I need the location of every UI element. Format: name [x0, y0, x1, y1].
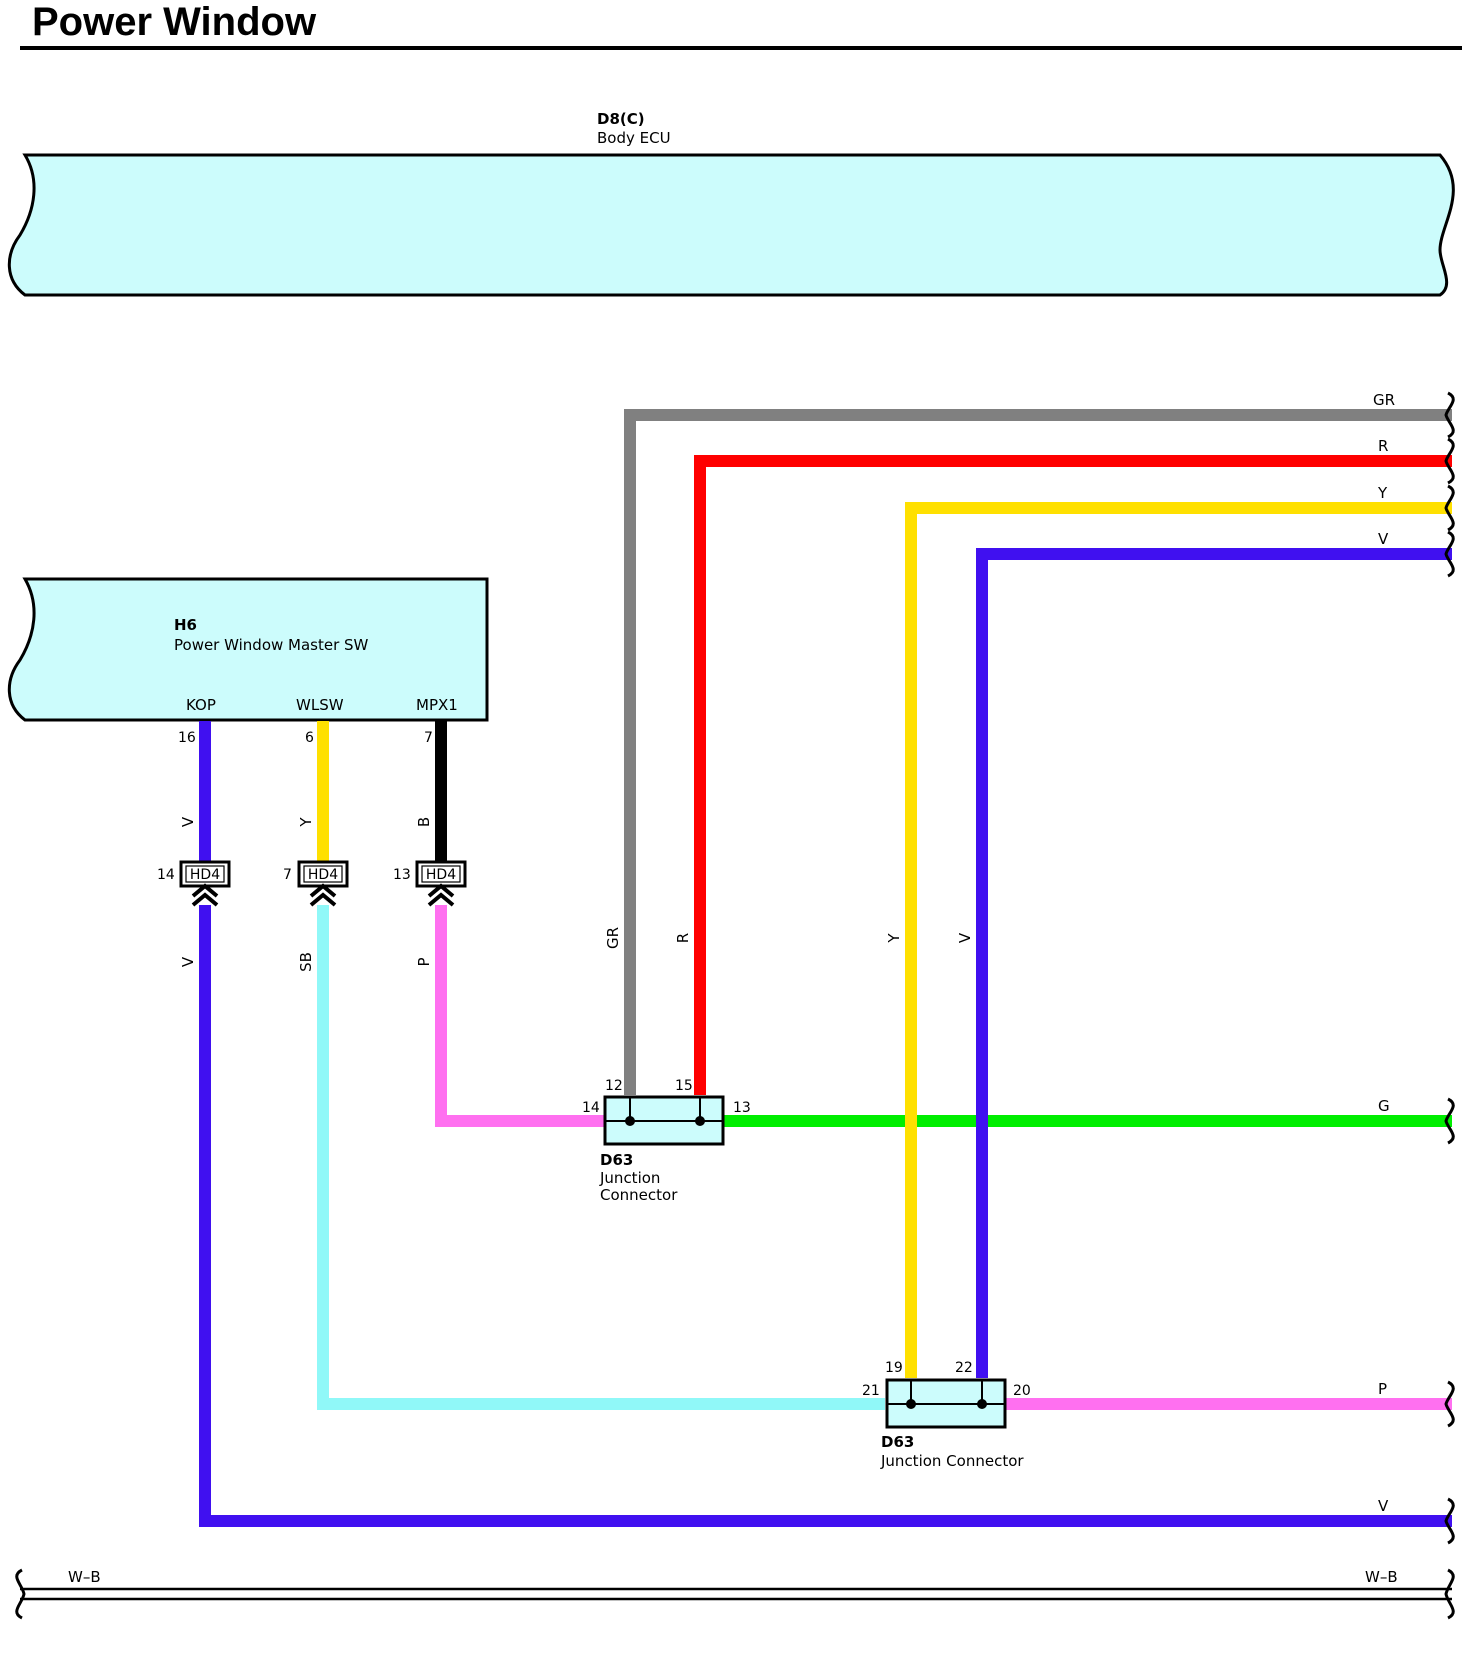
junction-upper-id: D63 [600, 1151, 633, 1169]
label-gr-right: GR [1373, 391, 1395, 409]
label-g-right: G [1378, 1097, 1390, 1115]
label-y-right: Y [1377, 484, 1388, 502]
ecu-id: D8(C) [597, 110, 645, 128]
pin-20: 20 [1013, 1383, 1031, 1399]
label-v-vertical: V [956, 932, 974, 943]
label-gr-vertical: GR [604, 927, 622, 949]
hd4-chevron-1b [191, 892, 219, 907]
break-wb-right [1444, 1568, 1455, 1620]
terminal-wlsw: WLSW [296, 696, 344, 714]
pin-16: 16 [178, 730, 196, 746]
splice-dot-19 [906, 1399, 916, 1409]
hd4-connector-1: HD4 14 [157, 860, 231, 907]
pin-13-junction: 13 [733, 1100, 751, 1116]
hd4-connector-2: HD4 7 [283, 860, 349, 907]
label-wlsw-lower: SB [297, 952, 315, 972]
break-y [1444, 484, 1455, 532]
terminal-kop: KOP [186, 696, 216, 714]
junction-connector-upper: 12 15 14 13 D63 Junction Connector [582, 1078, 751, 1204]
page-title: Power Window [32, 0, 317, 44]
junction-lower-name: Junction Connector [880, 1452, 1024, 1470]
label-r-vertical: R [674, 933, 692, 943]
hd4-label-1: HD4 [190, 867, 220, 883]
hd4-chevron-1a [191, 883, 219, 898]
hd4-label-3: HD4 [426, 867, 456, 883]
hd4-chevron-3a [427, 883, 455, 898]
hd4-pin-14: 14 [157, 867, 175, 883]
pin-12: 12 [605, 1078, 623, 1094]
terminal-mpx1: MPX1 [416, 696, 458, 714]
master-switch-block: H6 Power Window Master SW KOP WLSW MPX1 … [7, 577, 489, 746]
break-r [1444, 437, 1455, 485]
break-wb-left [15, 1568, 26, 1620]
junction-connector-lower: 19 22 21 20 D63 Junction Connector [862, 1360, 1031, 1470]
label-wb-left: W–B [68, 1568, 101, 1586]
wire-r [694, 455, 1452, 1095]
wire-p-upper [435, 905, 605, 1127]
wire-gr [624, 409, 1452, 1095]
break-v [1444, 530, 1455, 578]
label-v-right: V [1378, 530, 1389, 548]
wire-y [905, 502, 1452, 1378]
break-gr [1444, 391, 1455, 439]
ground-bus-wb: W–B W–B [15, 1568, 1455, 1620]
hd4-chevron-2b [309, 892, 337, 907]
label-mpx1-lower: P [415, 957, 433, 966]
wire-v [976, 548, 1452, 1378]
title-rule [20, 46, 1462, 50]
wire-sb [317, 905, 885, 1410]
label-y-vertical: Y [885, 933, 903, 944]
label-v-bottom-right: V [1378, 1497, 1389, 1515]
ecu-name: Body ECU [597, 129, 671, 147]
junction-upper-name-2: Connector [600, 1186, 678, 1204]
break-g [1444, 1097, 1455, 1145]
hd4-chevron-2a [309, 883, 337, 898]
label-kop-upper: V [179, 816, 197, 827]
label-p-right: P [1378, 1380, 1387, 1398]
wire-v-bottom [199, 905, 1452, 1527]
label-wb-right: W–B [1365, 1568, 1398, 1586]
pin-14-junction: 14 [582, 1100, 600, 1116]
pin-22: 22 [955, 1360, 973, 1376]
wires [199, 409, 1452, 1527]
master-switch-name: Power Window Master SW [174, 636, 369, 654]
hd4-label-2: HD4 [308, 867, 338, 883]
pin-21: 21 [862, 1383, 880, 1399]
break-p [1444, 1380, 1455, 1428]
pin-7: 7 [424, 730, 433, 746]
label-mpx1-upper: B [415, 817, 433, 827]
label-r-right: R [1378, 437, 1388, 455]
hd4-pin-7: 7 [283, 867, 292, 883]
splice-dot-15 [695, 1116, 705, 1126]
junction-upper-name-1: Junction [599, 1169, 660, 1187]
hd4-pin-13: 13 [393, 867, 411, 883]
hd4-connector-3: HD4 13 [393, 860, 467, 907]
vertical-wire-labels: V Y B V SB P GR R Y V [179, 816, 974, 972]
body-ecu-block: D8(C) Body ECU [7, 110, 1455, 297]
hd4-chevron-3b [427, 892, 455, 907]
master-switch-id: H6 [174, 616, 197, 634]
pin-6: 6 [305, 730, 314, 746]
pin-19: 19 [885, 1360, 903, 1376]
break-v-bottom [1444, 1497, 1455, 1545]
label-wlsw-upper: Y [297, 817, 315, 828]
right-wire-labels: GR R Y V G P V [1373, 391, 1395, 1515]
splice-dot-22 [977, 1399, 987, 1409]
junction-lower-id: D63 [881, 1433, 914, 1451]
pin-15: 15 [675, 1078, 693, 1094]
wire-break-marks [1444, 391, 1455, 1545]
label-kop-lower: V [179, 956, 197, 967]
splice-dot-12 [625, 1116, 635, 1126]
